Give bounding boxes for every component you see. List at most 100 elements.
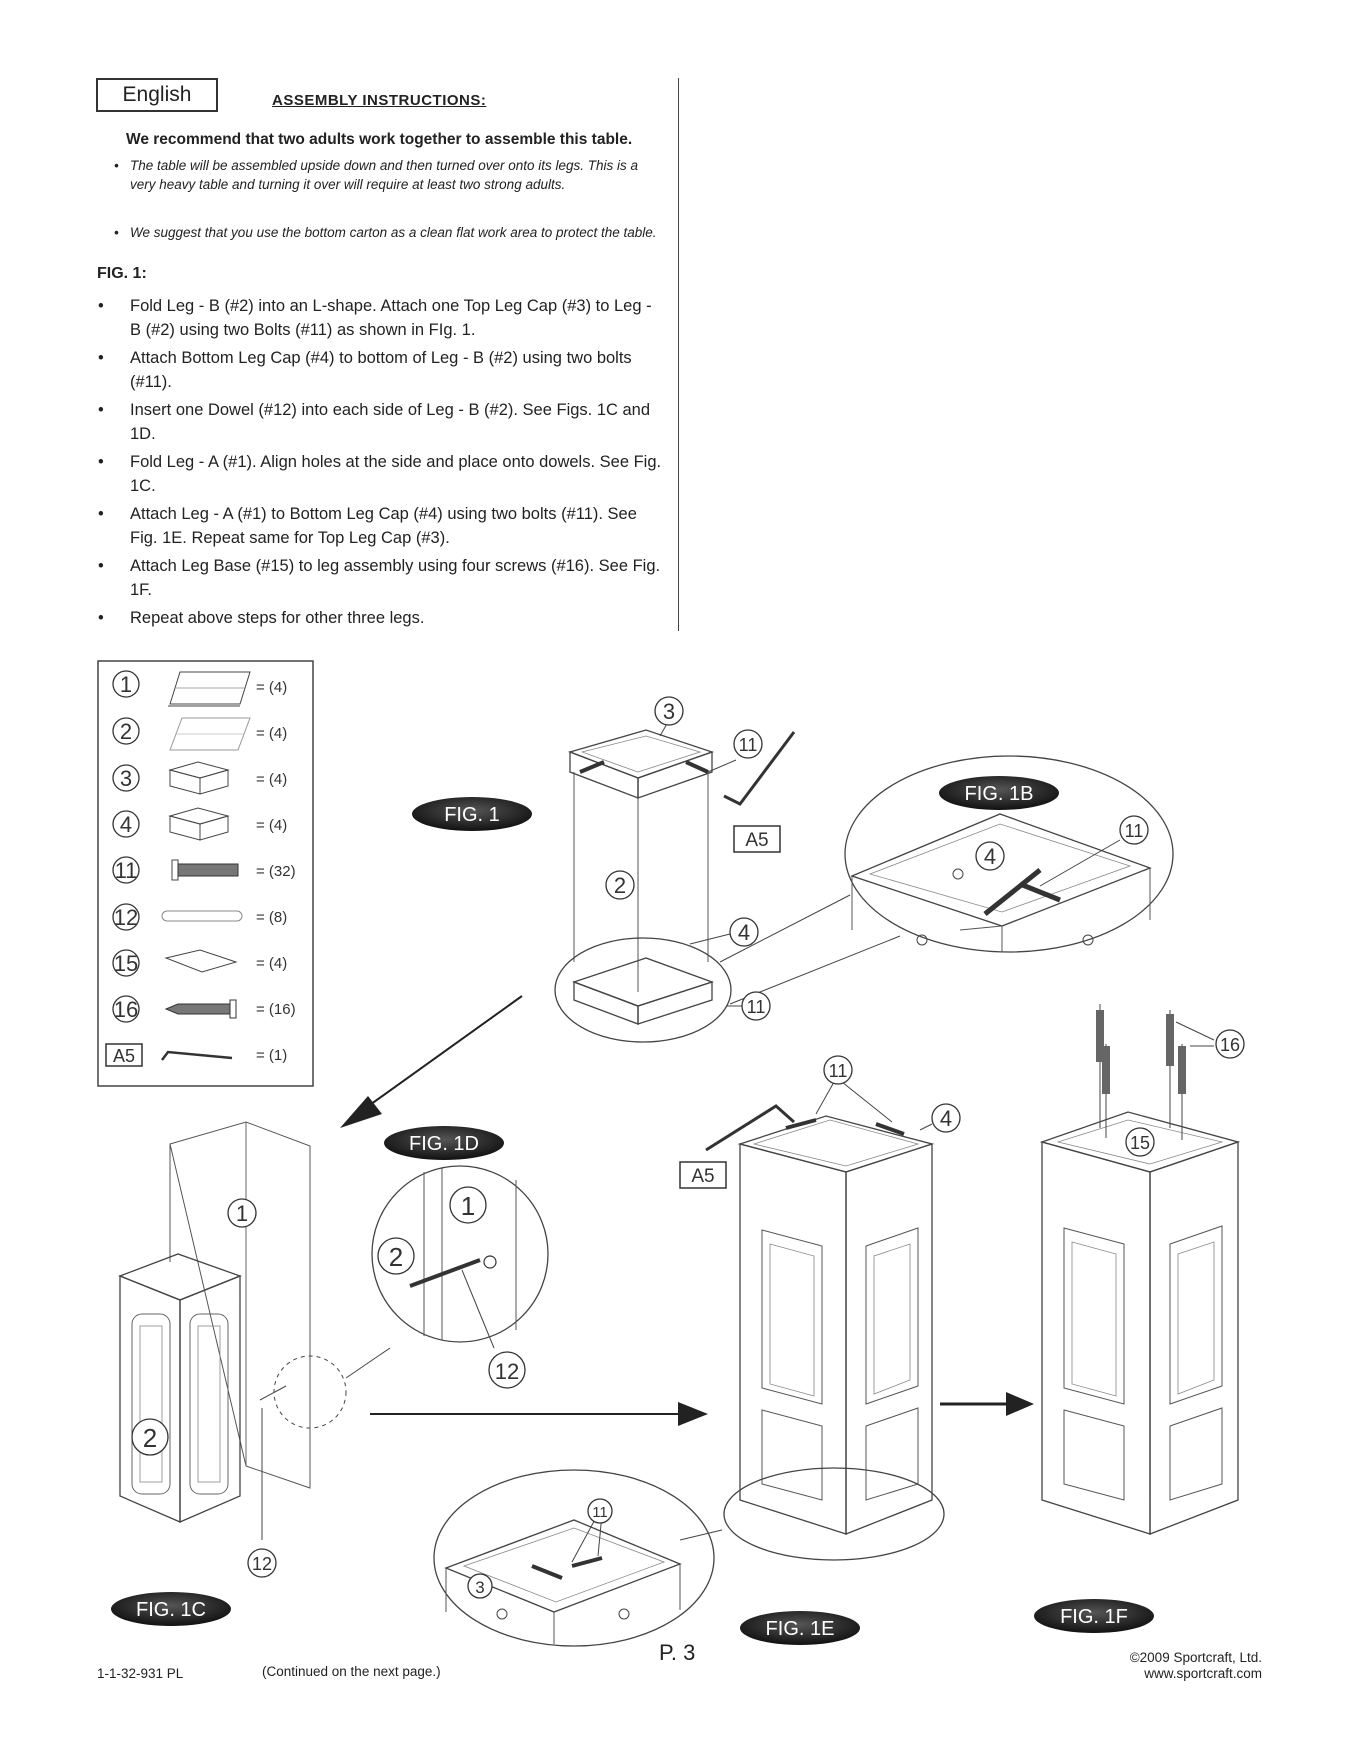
callout: 16: [1215, 1029, 1245, 1059]
bullet-icon: •: [98, 401, 104, 419]
callout: 4: [931, 1103, 961, 1133]
callout: 1: [227, 1198, 257, 1228]
part-number: 15: [114, 951, 138, 976]
svg-text:1: 1: [236, 1201, 248, 1226]
svg-text:3: 3: [475, 1578, 484, 1597]
bottom-cap-zoom-drawing: [433, 1469, 715, 1647]
svg-text:FIG. 1D: FIG. 1D: [409, 1133, 479, 1155]
svg-text:FIG. 1E: FIG. 1E: [766, 1618, 835, 1640]
arrow-icon: [678, 1402, 708, 1426]
callout: 4: [975, 841, 1005, 871]
step-item: • Repeat above steps for other three leg…: [98, 606, 664, 630]
bullet-icon: •: [98, 505, 104, 523]
website: www.sportcraft.com: [1144, 1666, 1262, 1681]
bullet-icon: •: [98, 297, 104, 315]
top-leg-cap-icon: [168, 761, 230, 795]
part-row: 1 = (4): [112, 670, 287, 707]
part-number-circle: [112, 810, 140, 838]
callout: 11: [587, 1498, 613, 1524]
fig1d-badge: FIG. 1D: [384, 1126, 504, 1160]
callout: 1: [449, 1186, 487, 1224]
part-number-circle: [112, 717, 140, 745]
step-text: Attach Bottom Leg Cap (#4) to bottom of …: [130, 349, 632, 391]
language-label: English: [96, 78, 218, 112]
copyright: ©2009 Sportcraft, Ltd.: [1129, 1650, 1262, 1665]
arrow-icon: [340, 1096, 382, 1128]
fig1d-drawing: [371, 1165, 549, 1349]
recommendation-text: We recommend that two adults work togeth…: [126, 131, 633, 148]
svg-text:FIG. 1F: FIG. 1F: [1060, 1606, 1128, 1628]
part-number-circle: [112, 764, 140, 792]
part-number: 12: [114, 905, 138, 930]
bullet-icon: •: [98, 609, 104, 627]
fig1e-badge: FIG. 1E: [740, 1611, 860, 1645]
svg-text:2: 2: [143, 1423, 157, 1453]
svg-text:2: 2: [614, 873, 626, 898]
svg-text:11: 11: [739, 735, 758, 755]
part-qty: = (1): [256, 1047, 287, 1064]
part-number: 2: [120, 719, 132, 744]
part-row: 4 = (4): [112, 807, 287, 841]
fig1c-drawing: [118, 1121, 391, 1540]
bullet-icon: •: [114, 158, 119, 173]
dowel-icon: [161, 910, 243, 922]
fig1-heading: FIG. 1:: [97, 265, 147, 282]
svg-text:A5: A5: [745, 830, 768, 851]
fig1-drawing: [554, 721, 901, 1043]
step-item: • Fold Leg - A (#1). Align holes at the …: [98, 450, 664, 498]
part-number-circle: [112, 903, 140, 931]
svg-text:11: 11: [1125, 821, 1144, 841]
part-qty: = (4): [256, 771, 287, 788]
part-row: 3 = (4): [112, 761, 287, 795]
part-row: 16 = (16): [112, 995, 296, 1023]
step-text: Attach Leg Base (#15) to leg assembly us…: [130, 557, 661, 599]
part-qty: = (4): [256, 725, 287, 742]
callout: 11: [823, 1055, 853, 1085]
fig1c-badge: FIG. 1C: [111, 1592, 231, 1626]
part-qty: = (4): [256, 679, 287, 696]
svg-text:4: 4: [738, 920, 750, 945]
callout: 11: [741, 991, 771, 1021]
note-text: We suggest that you use the bottom carto…: [130, 225, 657, 240]
screw-icon: [1096, 1004, 1186, 1140]
svg-text:1: 1: [461, 1191, 475, 1221]
svg-text:15: 15: [1130, 1133, 1150, 1153]
part-number-circle: [112, 856, 140, 884]
callout: 12: [488, 1351, 526, 1389]
part-qty: = (8): [256, 909, 287, 926]
callout: 3: [467, 1573, 493, 1599]
part-number-circle: [112, 949, 140, 977]
part-row: 11 = (32): [112, 856, 296, 884]
leg-b-panel-icon: [169, 717, 251, 751]
fig1-badge: FIG. 1: [412, 797, 532, 831]
fig1f-badge: FIG. 1F: [1034, 1599, 1154, 1633]
part-qty: = (16): [256, 1001, 296, 1018]
note-text: The table will be assembled upside down …: [130, 158, 639, 192]
arrow-icon: [1006, 1392, 1034, 1416]
part-number: 4: [120, 812, 132, 837]
parts-list: 1 = (4) 2 = (4) 3: [97, 660, 314, 1087]
callout-box: A5: [733, 825, 781, 853]
part-number-circle: [112, 670, 140, 698]
step-item: • Attach Leg Base (#15) to leg assembly …: [98, 554, 664, 602]
svg-text:12: 12: [495, 1359, 519, 1384]
bullet-icon: •: [98, 557, 104, 575]
svg-text:11: 11: [829, 1061, 848, 1081]
svg-text:4: 4: [940, 1106, 952, 1131]
svg-text:12: 12: [252, 1554, 272, 1574]
svg-text:FIG. 1C: FIG. 1C: [136, 1599, 206, 1621]
svg-text:16: 16: [1220, 1035, 1240, 1055]
bullet-icon: •: [114, 225, 119, 240]
bottom-leg-cap-icon: [168, 807, 230, 841]
callout: 11: [1119, 815, 1149, 845]
part-qty: = (4): [256, 955, 287, 972]
part-number: 3: [120, 766, 132, 791]
part-row: 2 = (4): [112, 717, 287, 751]
screw-icon: [164, 999, 237, 1019]
svg-text:A5: A5: [691, 1166, 714, 1187]
bullet-icon: •: [98, 453, 104, 471]
fig1b-badge: FIG. 1B: [939, 776, 1059, 810]
allen-wrench-icon: [161, 1050, 233, 1061]
svg-text:4: 4: [984, 844, 996, 869]
